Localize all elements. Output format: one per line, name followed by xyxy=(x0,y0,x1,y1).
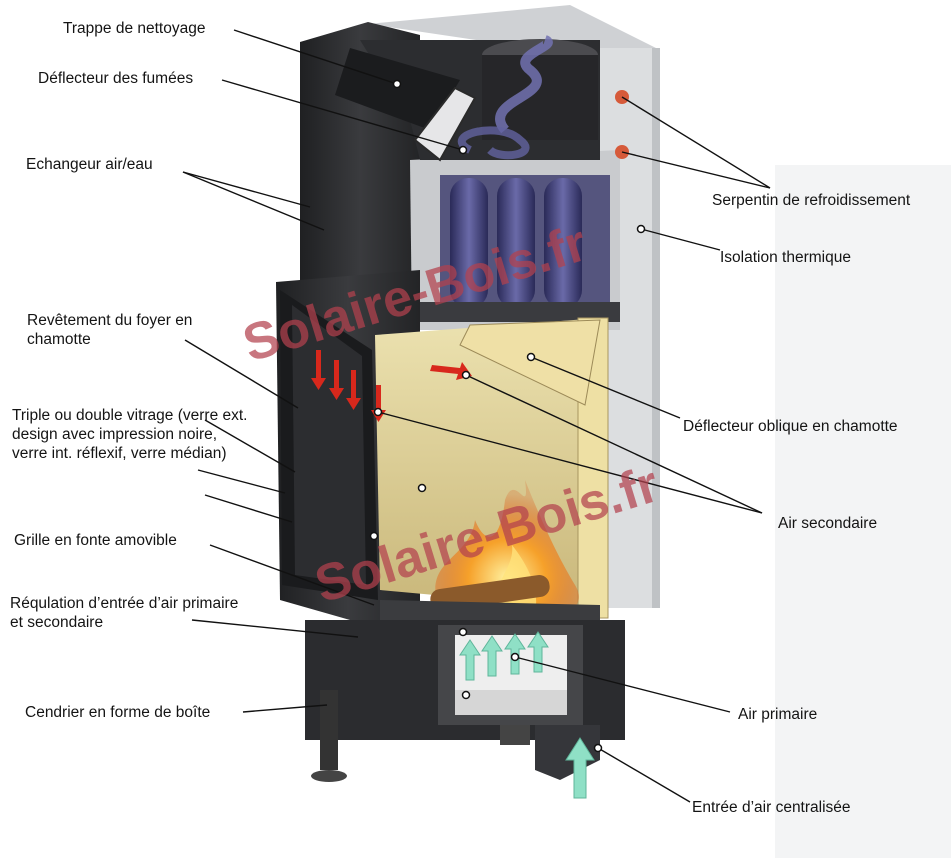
label-central-air-inlet: Entrée d’air centralisée xyxy=(692,799,851,816)
upward-air-arrow-icon xyxy=(459,639,481,681)
upward-air-arrow-icon xyxy=(527,631,549,673)
downward-air-arrow-icon xyxy=(329,360,344,400)
callout-dot-icon xyxy=(526,352,536,362)
label-cleaning-hatch: Trappe de nettoyage xyxy=(63,20,206,37)
callout-dot-icon xyxy=(458,627,468,637)
exchanger-tube xyxy=(497,178,535,308)
cleaning-hatch xyxy=(335,48,460,130)
label-thermal-insulation: Isolation thermique xyxy=(720,249,851,266)
downward-air-arrow-icon xyxy=(430,362,472,380)
upward-air-arrow-icon xyxy=(565,737,595,799)
label-glazing: Triple ou double vitrage (verre ext. des… xyxy=(12,407,248,462)
smoke-deflector xyxy=(413,86,477,162)
callout-dot-icon xyxy=(461,690,471,700)
label-ash-pan: Cendrier en forme de boîte xyxy=(25,704,211,721)
label-cooling-coil: Serpentin de refroidissement xyxy=(712,192,911,209)
downward-air-arrow-icon xyxy=(311,350,326,390)
glazing xyxy=(292,305,366,585)
exchanger-tube xyxy=(450,178,488,308)
central-air-inlet xyxy=(535,725,600,780)
callout-dot-icon xyxy=(636,224,646,234)
upward-air-arrow-icon xyxy=(459,631,595,799)
label-primary-air: Air primaire xyxy=(738,706,818,723)
callout-dot-icon xyxy=(369,79,646,753)
label-heat-exchanger: Echangeur air/eau xyxy=(26,156,153,173)
callout-dot-icon xyxy=(461,370,471,380)
callout-dot-icon xyxy=(458,145,468,155)
label-air-regulation: Réqulation d’entrée d’air primaire et se… xyxy=(10,595,239,631)
exchanger-tube xyxy=(544,178,582,308)
leader-lines xyxy=(182,29,771,803)
stove-leg xyxy=(500,725,530,745)
label-smoke-deflector: Déflecteur des fumées xyxy=(38,70,194,87)
callout-dot-icon xyxy=(369,531,379,541)
smoke-swirl xyxy=(495,35,553,134)
label-cast-iron-grate: Grille en fonte amovible xyxy=(14,532,177,549)
callout-dot-icon xyxy=(510,652,520,662)
label-oblique-deflector: Déflecteur oblique en chamotte xyxy=(683,418,898,435)
upward-air-arrow-icon xyxy=(481,635,503,677)
callout-dot-icon xyxy=(417,483,427,493)
label-secondary-air: Air secondaire xyxy=(778,515,878,532)
label-chamotte-lining: Revêtement du foyer en chamotte xyxy=(27,312,193,348)
callout-dot-icon xyxy=(373,407,383,417)
callout-dot-icon xyxy=(392,79,402,89)
background-panel xyxy=(775,165,951,858)
downward-air-arrow-icon xyxy=(346,370,361,410)
oblique-deflector xyxy=(459,319,601,406)
stove-leg xyxy=(320,690,338,770)
callout-dot-icon xyxy=(593,743,603,753)
